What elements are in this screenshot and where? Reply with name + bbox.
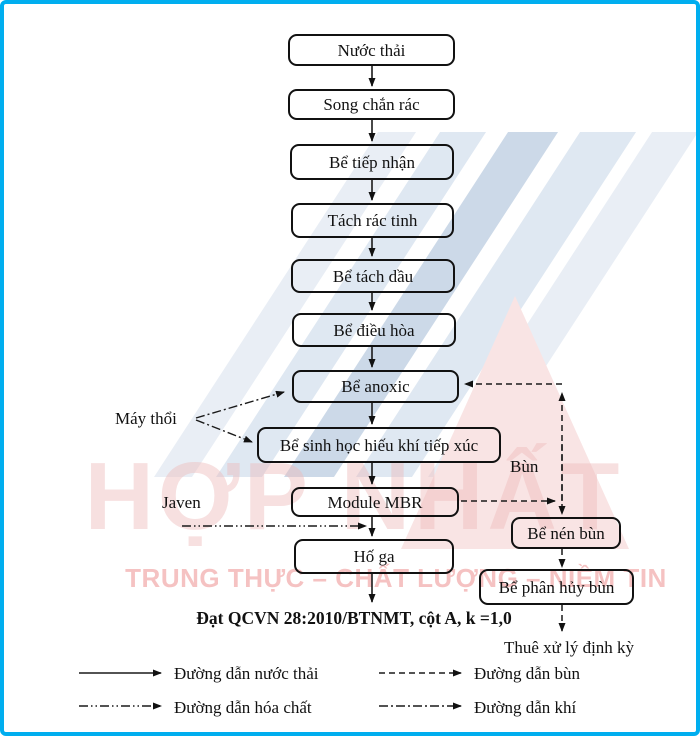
label-bun: Bùn: [510, 457, 539, 476]
qcvn-standard-note: Đạt QCVN 28:2010/BTNMT, cột A, k =1,0: [196, 608, 512, 628]
side-box-be-phan-huy-bun: Bể phân hủy bùn: [479, 569, 634, 605]
legend-item-air: Đường dẫn khí: [474, 698, 577, 717]
watermark-title: HỢP NHẤT: [84, 443, 624, 550]
flow-box-be-tach-dau: Bể tách dầu: [291, 259, 455, 293]
disposal-note: Thuê xử lý định kỳ: [503, 638, 635, 657]
connector-svg: [79, 66, 566, 710]
flow-box-module-mbr: Module MBR: [291, 487, 459, 517]
label-javen: Javen: [162, 493, 201, 512]
flow-box-be-tiep-nhan: Bể tiếp nhận: [290, 144, 454, 180]
watermark-triangle: [401, 296, 629, 549]
flow-box-song-chan-rac: Song chắn rác: [288, 89, 455, 120]
flow-box-be-dieu-hoa: Bể điều hòa: [292, 313, 456, 347]
flow-box-ho-ga: Hố ga: [294, 539, 454, 574]
flow-box-be-sinh-hoc: Bể sinh học hiếu khí tiếp xúc: [257, 427, 501, 463]
legend-item-wastewater: Đường dẫn nước thải: [174, 664, 319, 683]
flow-box-nuoc-thai: Nước thải: [288, 34, 455, 66]
flow-box-tach-rac-tinh: Tách rác tinh: [291, 203, 454, 238]
label-may-thoi: Máy thổi: [115, 409, 177, 428]
legend-item-chemical: Đường dẫn hóa chất: [174, 698, 312, 717]
side-box-be-nen-bun: Bể nén bùn: [511, 517, 621, 549]
flow-box-be-anoxic: Bể anoxic: [292, 370, 459, 403]
watermark-slogan: TRUNG THỰC – CHẤT LƯỢNG – NIỀM TIN: [125, 563, 667, 593]
legend-item-sludge: Đường dẫn bùn: [474, 664, 581, 683]
